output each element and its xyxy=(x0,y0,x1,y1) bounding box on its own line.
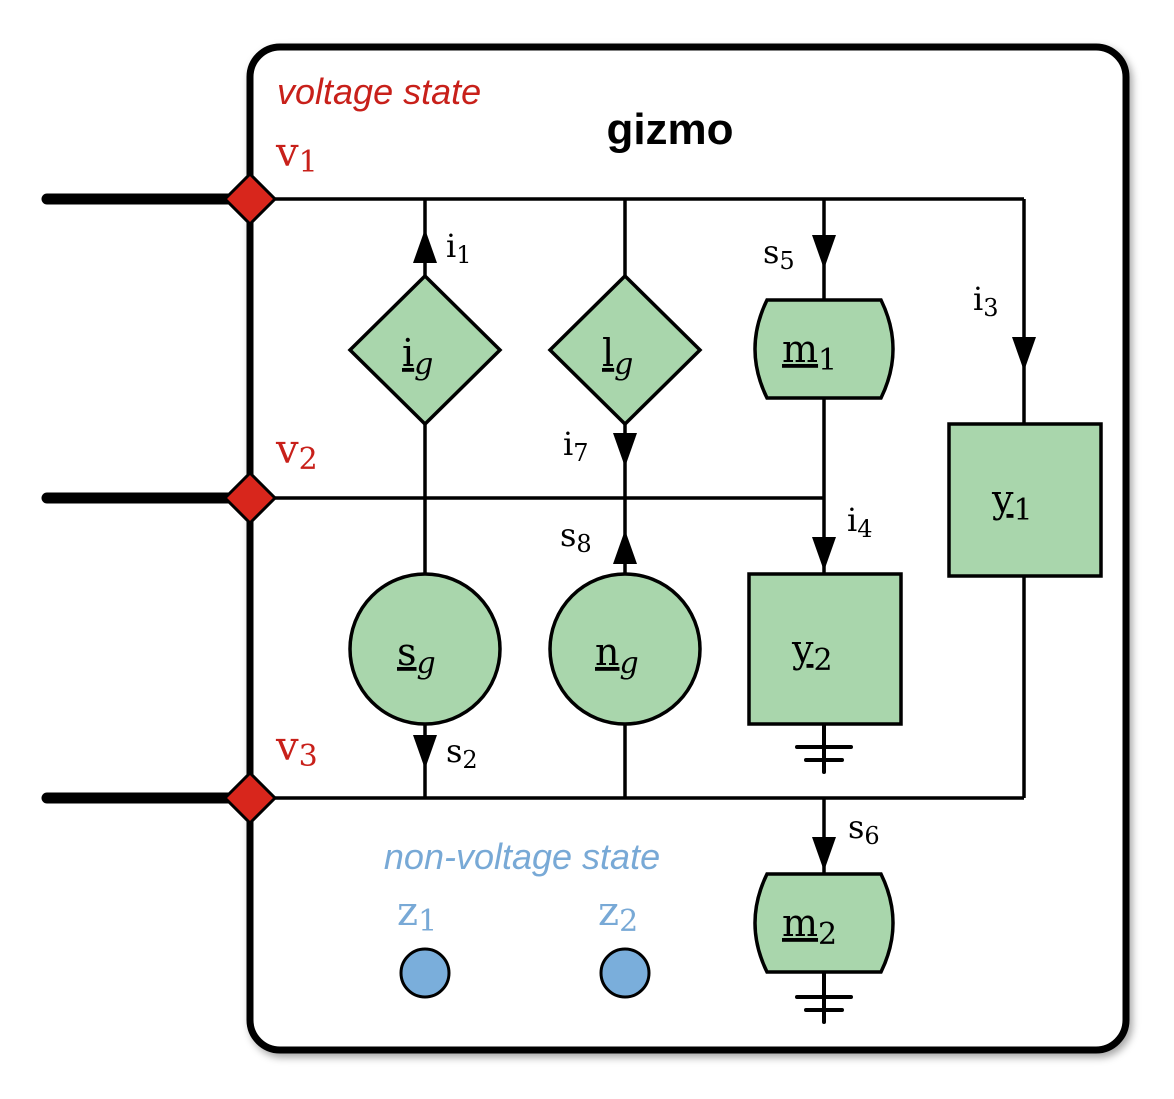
component-ig[interactable] xyxy=(347,273,503,427)
flow-labels: i1 s5 i3 i7 i4 s8 s2 s6 xyxy=(446,227,999,850)
state-label-z1: z1 xyxy=(397,889,437,939)
ground-y2-icon xyxy=(795,722,853,774)
label-m2: m2 xyxy=(782,901,837,952)
arrow-s5-icon xyxy=(812,235,836,269)
label-m1: m1 xyxy=(782,327,837,378)
arrow-s6-icon xyxy=(812,837,836,871)
component-y1[interactable] xyxy=(947,422,1103,578)
arrow-i3-icon xyxy=(1012,337,1036,371)
voltage-label-v3: v3 xyxy=(275,724,318,774)
flow-label-s2: s2 xyxy=(446,732,478,774)
label-y2: y2 xyxy=(791,627,833,678)
ground-symbols xyxy=(795,722,853,1024)
component-m2[interactable] xyxy=(753,872,895,974)
label-lg: lg xyxy=(602,331,633,382)
label-ig: ig xyxy=(402,331,433,382)
label-sg: sg xyxy=(397,630,436,681)
voltage-state-label: voltage state xyxy=(277,71,481,112)
component-m1[interactable] xyxy=(753,298,895,400)
arrow-i1-icon xyxy=(413,229,437,263)
arrow-s8-icon xyxy=(613,530,637,564)
voltage-port-v3[interactable] xyxy=(222,770,278,826)
state-node-z2[interactable] xyxy=(599,947,651,999)
flow-label-i7: i7 xyxy=(563,425,589,467)
flow-label-s5: s5 xyxy=(763,233,795,275)
flow-label-i4: i4 xyxy=(847,501,873,543)
component-lg[interactable] xyxy=(547,273,703,427)
flow-label-s8: s8 xyxy=(560,516,592,558)
voltage-port-v2[interactable] xyxy=(222,470,278,526)
label-y1: y1 xyxy=(991,477,1033,528)
voltage-ports xyxy=(222,171,278,826)
flow-arrows xyxy=(413,229,1036,871)
non-voltage-state-label: non-voltage state xyxy=(384,836,660,877)
flow-label-i1: i1 xyxy=(446,227,472,269)
components xyxy=(347,273,1103,974)
voltage-label-v1: v1 xyxy=(275,130,318,180)
voltage-port-v1[interactable] xyxy=(222,171,278,227)
arrow-i7-icon xyxy=(613,433,637,467)
flow-label-s6: s6 xyxy=(848,808,880,850)
external-terminals xyxy=(41,193,256,804)
state-label-z2: z2 xyxy=(598,889,638,939)
component-y2[interactable] xyxy=(747,572,903,726)
arrow-i4-icon xyxy=(812,537,836,571)
component-sg[interactable] xyxy=(348,572,502,726)
state-nodes xyxy=(399,947,651,999)
component-ng[interactable] xyxy=(548,572,702,726)
state-node-z1[interactable] xyxy=(399,947,451,999)
flow-label-i3: i3 xyxy=(973,280,999,322)
component-labels: ig lg m1 y1 sg ng y2 m2 xyxy=(397,327,1033,952)
label-ng: ng xyxy=(595,630,639,681)
diagram-title: gizmo xyxy=(606,105,733,154)
voltage-label-v2: v2 xyxy=(275,427,318,477)
ground-m2-icon xyxy=(795,970,853,1024)
arrow-s2-icon xyxy=(413,735,437,769)
